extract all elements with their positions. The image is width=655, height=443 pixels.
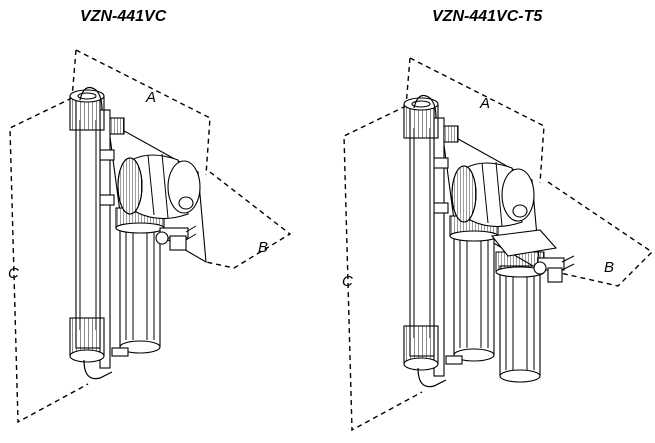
dimension-label-c-right: C: [342, 273, 353, 290]
dimension-label-b-left: B: [258, 239, 268, 256]
unit-drawing-vzn-441vc-t5: [343, 57, 654, 432]
second-filter-housing: [495, 251, 545, 383]
dimension-label-c-left: C: [8, 265, 19, 282]
dimension-label-b-right: B: [604, 259, 614, 276]
model-title-vzn-441vc-t5: VZN-441VC-T5: [432, 8, 543, 25]
model-title-vzn-441vc: VZN-441VC: [80, 8, 167, 25]
dimension-label-a-right: A: [479, 95, 490, 112]
unit-drawing-vzn-441vc: [9, 49, 292, 424]
dimension-b-line-left: [205, 171, 292, 269]
dimension-label-a-left: A: [145, 89, 156, 106]
